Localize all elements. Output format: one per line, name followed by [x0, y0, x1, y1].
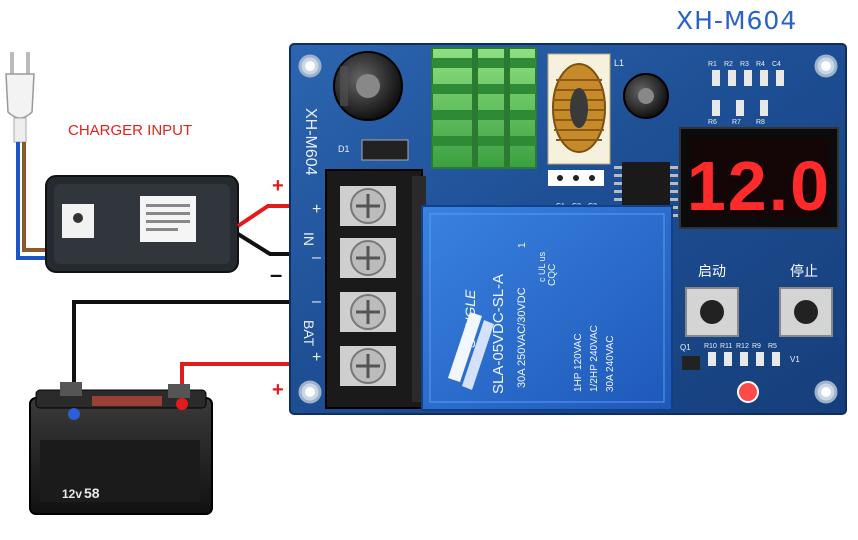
status-led [737, 381, 759, 403]
transistor-q1 [682, 356, 700, 370]
relay-cert: CQC [547, 264, 558, 286]
mid-r-label: R8 [756, 119, 765, 126]
charger-adapter [45, 175, 239, 273]
mid-r-label: R6 [708, 119, 717, 126]
v1-label: V1 [790, 355, 800, 364]
start-button[interactable] [685, 287, 739, 337]
charger-plus-mark: + [272, 175, 284, 197]
battery-negative-terminal [68, 408, 80, 420]
stop-button-label: 停止 [790, 263, 818, 279]
relay-songle [421, 205, 673, 411]
battery-plus-mark: + [272, 379, 284, 401]
terminal-screw [340, 238, 396, 278]
heatsink [431, 47, 537, 169]
power-plug [5, 52, 52, 260]
relay-rating-1: 30A 250VAC/30VDC [516, 287, 528, 388]
q1-label: Q1 [680, 343, 691, 352]
terminal-screw [340, 186, 396, 226]
terminal-screw [340, 346, 396, 386]
capacitor-large [333, 51, 403, 121]
mid-r-label: R7 [732, 119, 741, 126]
car-battery [29, 382, 213, 515]
d1-label: D1 [338, 144, 350, 154]
display-readout: 12.0 [687, 147, 831, 225]
top-r-label: C4 [772, 61, 781, 68]
top-r-label: R1 [708, 61, 717, 68]
in-plus-mark: + [312, 201, 321, 218]
relay-ul: c UL us [537, 251, 547, 282]
battery-volt-label: 12v [62, 487, 82, 501]
songle-logo-icon [448, 312, 494, 390]
relay-rating-2: 1HP 120VAC [573, 333, 584, 392]
bat-plus-mark: + [312, 349, 321, 366]
bot-r-label: R12 [736, 343, 749, 350]
relay-print: SONGLE SLA-05VDC-SL-A 30A 250VAC/30VDC 1… [462, 242, 616, 394]
start-button-label: 启动 [698, 263, 726, 279]
relay-rating-3: 1/2HP 240VAC [589, 325, 600, 392]
terminal-in-label: IN [301, 232, 317, 246]
silk-model-label: XH-M604 [302, 108, 319, 176]
top-r-label: R4 [756, 61, 765, 68]
relay-model: SLA-05VDC-SL-A [490, 274, 507, 394]
bot-r-label: R9 [752, 343, 761, 350]
capacitor-small [623, 73, 669, 119]
terminal-block [325, 169, 426, 409]
bot-r-label: R10 [704, 343, 717, 350]
diode-d1 [361, 139, 409, 161]
inductor-l1 [547, 53, 611, 165]
charger-minus-mark: – [270, 262, 282, 287]
charger-input-label: CHARGER INPUT [68, 122, 193, 139]
bat-minus-mark: – [312, 293, 321, 310]
terminal-bat-label: BAT [301, 320, 317, 347]
terminal-screw [340, 292, 396, 332]
top-r-label: R2 [724, 61, 733, 68]
battery-ah-label: 58 [84, 485, 100, 501]
bot-r-label: R5 [768, 343, 777, 350]
battery-positive-terminal [176, 398, 188, 410]
relay-pin-mark: 1 [517, 242, 528, 248]
resistor-group-top: R1 R2 R3 R4 C4 R6 R7 R8 [708, 61, 784, 126]
relay-rating-4: 30A 240VAC [605, 335, 616, 392]
bot-r-label: R11 [720, 343, 732, 350]
led-display [679, 127, 839, 229]
stop-button[interactable] [779, 287, 833, 337]
in-minus-mark: – [312, 249, 321, 266]
top-r-label: R3 [740, 61, 749, 68]
battery-negative-wire [72, 300, 360, 420]
resistor-group-bottom: R10 R11 R12 R9 R5 [704, 343, 780, 366]
l1-label: L1 [614, 58, 624, 68]
page-title: XH-M604 [676, 6, 798, 35]
